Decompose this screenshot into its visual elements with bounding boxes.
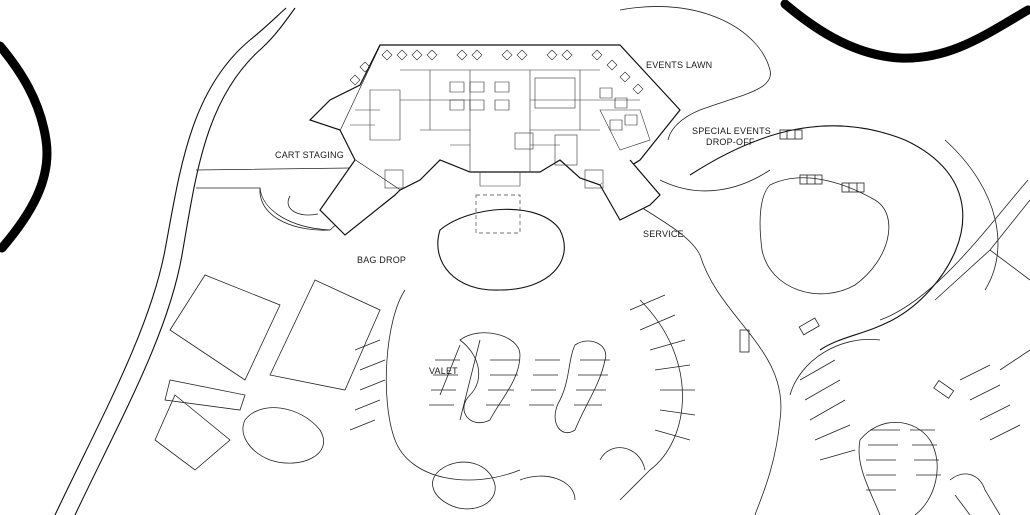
right-road-edge-2: [879, 139, 1029, 321]
events-lawn-edge: [619, 6, 771, 141]
drop-off-loop-island: [759, 177, 890, 295]
left-parcels: [154, 274, 381, 471]
special-events-label: SPECIAL EVENTS: [692, 126, 771, 136]
drop-off-label: DROP-OFF: [706, 137, 755, 147]
right-parking-area: [789, 338, 1030, 515]
events-lawn-label: EVENTS LAWN: [646, 60, 712, 70]
valet-parking-islands: [242, 289, 696, 510]
valet-label: VALET: [429, 366, 458, 376]
far-right-parcel: [934, 199, 1030, 301]
service-label: SERVICE: [643, 229, 684, 239]
porte-cochere: [475, 194, 521, 234]
top-right-boundary-curve: [780, 0, 1030, 63]
cart-staging-label: CART STAGING: [275, 150, 344, 160]
service-road: [629, 169, 771, 256]
drop-off-loop-outer: [689, 125, 964, 351]
drop-off-stalls: [739, 129, 955, 399]
cart-loop-inner: [287, 195, 319, 216]
terrace-seating: [349, 49, 644, 131]
access-road-inner: [74, 7, 296, 515]
right-road-edge: [699, 254, 782, 515]
cart-loop: [259, 187, 353, 231]
access-road-outer: [54, 7, 287, 515]
clubhouse-building: [308, 44, 681, 236]
left-boundary-curve: [0, 41, 52, 253]
cart-staging-road: [195, 167, 351, 231]
bag-drop-label: BAG DROP: [357, 255, 406, 265]
entry-circle: [437, 208, 565, 291]
